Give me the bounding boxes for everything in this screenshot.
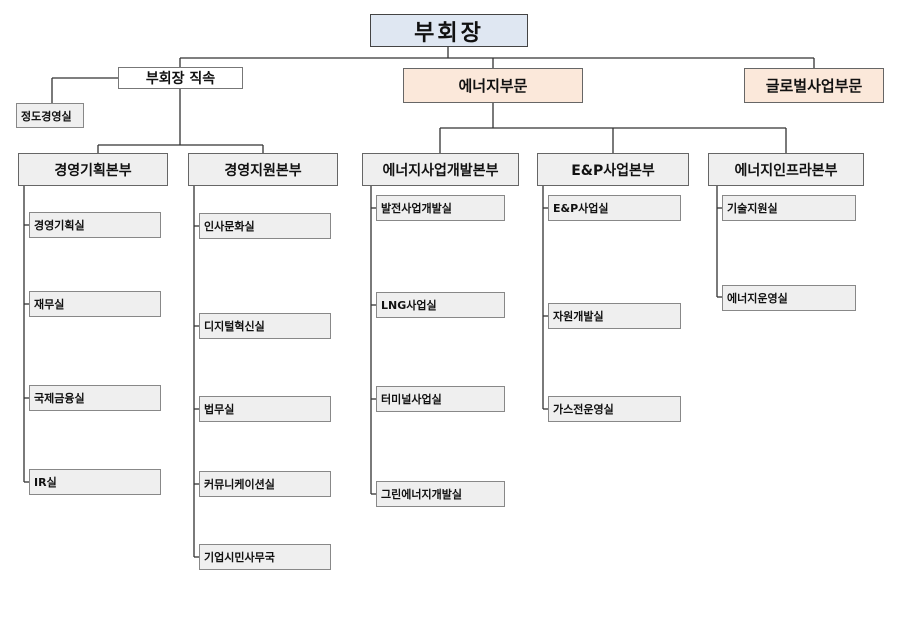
office-box: 가스전운영실 — [548, 396, 681, 422]
office-box: 자원개발실 — [548, 303, 681, 329]
office-box: LNG사업실 — [376, 292, 505, 318]
office-box: 발전사업개발실 — [376, 195, 505, 221]
office-box: 법무실 — [199, 396, 331, 422]
direct-staff-box: 부회장 직속 — [118, 67, 243, 89]
office-box: 국제금융실 — [29, 385, 161, 411]
office-box: 경영기획실 — [29, 212, 161, 238]
vice-chairman-box: 부회장 — [370, 14, 528, 47]
office-box: 기술지원실 — [722, 195, 856, 221]
office-box: 그린에너지개발실 — [376, 481, 505, 507]
office-box: E&P사업실 — [548, 195, 681, 221]
energy-division-box: 에너지부문 — [403, 68, 583, 103]
hq-energy-business-development: 에너지사업개발본부 — [362, 153, 519, 186]
office-box: 에너지운영실 — [722, 285, 856, 311]
office-box: 커뮤니케이션실 — [199, 471, 331, 497]
office-box: 디지털혁신실 — [199, 313, 331, 339]
hq-management-planning: 경영기획본부 — [18, 153, 168, 186]
office-box: 기업시민사무국 — [199, 544, 331, 570]
office-box: 인사문화실 — [199, 213, 331, 239]
hq-energy-infrastructure: 에너지인프라본부 — [708, 153, 864, 186]
global-business-division-box: 글로벌사업부문 — [744, 68, 884, 103]
office-box: 재무실 — [29, 291, 161, 317]
integrity-office-box: 정도경영실 — [16, 103, 84, 128]
office-box: 터미널사업실 — [376, 386, 505, 412]
office-box: IR실 — [29, 469, 161, 495]
hq-ep-business: E&P사업본부 — [537, 153, 689, 186]
hq-management-support: 경영지원본부 — [188, 153, 338, 186]
